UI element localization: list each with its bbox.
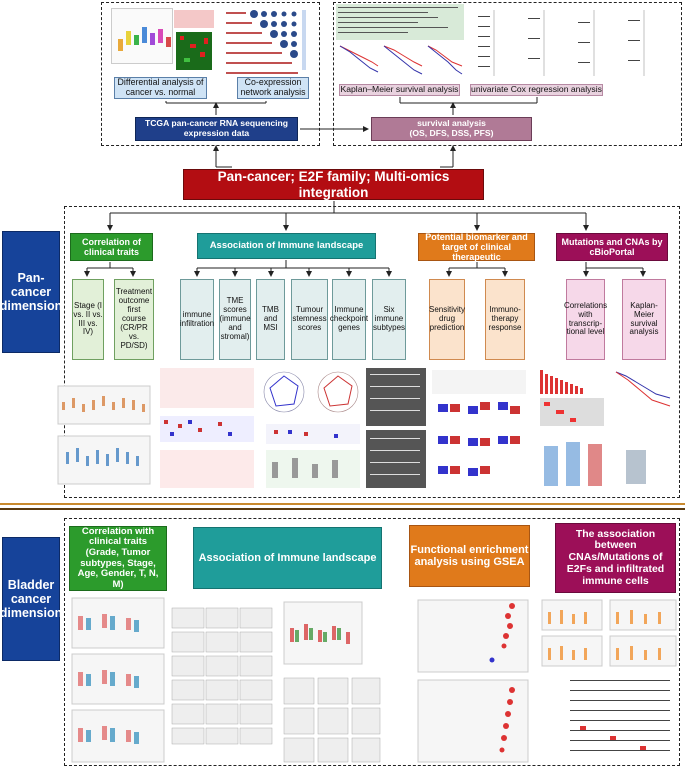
separator-bottom (0, 508, 685, 510)
subtypes-box: Six immune subtypes (372, 279, 406, 360)
pancancer-biomarker-header: Potential biomarker and target of clinic… (418, 231, 535, 263)
clinical-boxplots-thumbnail (54, 366, 154, 490)
checkpoint-box: Immune checkpoint genes (329, 279, 369, 360)
immunotherapy-label: Immuno-therapy response (488, 305, 522, 332)
differential-analysis-label: Differential analysis of cancer vs. norm… (117, 77, 204, 97)
immune-heatmap-thumbnail (158, 366, 256, 490)
bladder-gsea-title: Functional enrichment analysis using GSE… (410, 543, 529, 568)
main-title: Pan-cancer; E2F family; Multi-omics inte… (217, 169, 450, 200)
gsea-dotplot-thumbnail (416, 598, 534, 766)
tme-scores-label: TME scores (immune and stromal) (219, 296, 251, 341)
pancancer-immune-title: Association of Immune landscape (209, 239, 364, 251)
boxplot-thumbnail (111, 8, 173, 64)
heatmap-thumbnail (174, 8, 214, 72)
pancancer-clinical-header: Correlation of clinical traits (70, 233, 153, 261)
bladder-dimension-label: Bladder cancer dimension (0, 578, 63, 620)
bladder-clinical-boxplots-thumbnail (68, 594, 168, 766)
pancancer-immune-header: Association of Immune landscape (197, 233, 376, 259)
drug-sensitivity-thumbnail (430, 366, 530, 490)
tcga-box: TCGA pan-cancer RNA sequencing expressio… (135, 117, 298, 141)
clinical-stage-label: Stage (I vs. II vs. III vs. IV) (73, 300, 103, 337)
clinical-treatment-box: Treatment outcome first course (CR/PR vs… (114, 279, 154, 360)
stemness-label: Tumour stemness scores (292, 305, 327, 332)
clinical-treatment-label: Treatment outcome first course (CR/PR vs… (115, 287, 153, 350)
sensitivity-drug-label: Sensitivity drug prediction (429, 305, 466, 332)
bladder-dimension-box: Bladder cancer dimension (0, 537, 63, 661)
bladder-immune-boxplot-thumbnail (282, 598, 382, 766)
bladder-clinical-title: Correlation with clinical traits (Grade,… (77, 525, 159, 590)
tmb-msi-box: TMB and MSI (256, 279, 285, 360)
transcriptional-label: Correlations with transcrip-tional level (563, 300, 608, 337)
sensitivity-drug-box: Sensitivity drug prediction (429, 279, 465, 360)
pancancer-dimension-label: Pan-cancer dimension (0, 271, 63, 313)
km-mutation-box: Kaplan-Meier survival analysis (622, 279, 666, 360)
km-label: Kaplan–Meier survival analysis (340, 84, 459, 95)
bladder-cna-header: The association between CNAs/Mutations o… (555, 523, 676, 593)
separator-top (0, 503, 685, 505)
immune-infiltration-box: immune infiltration (180, 279, 214, 360)
cox-box: univariate Cox regression analysis (470, 84, 603, 96)
survival-box: survival analysis (OS, DFS, DSS, PFS) (371, 117, 532, 141)
bladder-frame (64, 518, 680, 766)
forest-plot-thumbnail (474, 8, 674, 78)
pancancer-mutation-title: Mutations and CNAs by cBioPortal (561, 236, 663, 257)
bladder-scatter-grid-thumbnail (170, 606, 276, 746)
survival-sub: (OS, DFS, DSS, PFS) (409, 128, 494, 138)
tme-scores-box: TME scores (immune and stromal) (219, 279, 251, 360)
radar-thumbnail (258, 366, 364, 418)
immunotherapy-box: Immuno-therapy response (485, 279, 525, 360)
top-right-frame (333, 2, 682, 146)
bladder-gsea-header: Functional enrichment analysis using GSE… (409, 525, 530, 587)
main-title-box: Pan-cancer; E2F family; Multi-omics inte… (183, 169, 484, 200)
bladder-clinical-header: Correlation with clinical traits (Grade,… (69, 526, 167, 591)
pancancer-clinical-title: Correlation of clinical traits (81, 236, 141, 257)
checkpoint-label: Immune checkpoint genes (329, 305, 369, 332)
subtypes-label: Six immune subtypes (373, 305, 406, 332)
transcriptional-box: Correlations with transcrip-tional level (563, 279, 608, 360)
immune-infiltration-label: immune infiltration (179, 309, 215, 328)
clinical-stage-box: Stage (I vs. II vs. III vs. IV) (72, 279, 104, 360)
cna-immune-thumbnail (540, 596, 680, 768)
km-mutation-label: Kaplan-Meier survival analysis (629, 300, 659, 337)
cbioportal-thumbnail (536, 366, 676, 490)
bladder-immune-title: Association of Immune landscape (198, 551, 377, 564)
km-curves-thumbnail (338, 40, 466, 82)
top-left-frame (101, 2, 320, 146)
stemness-box: Tumour stemness scores (291, 279, 328, 360)
coexpression-label: Co-expression network analysis (240, 77, 306, 97)
pancancer-biomarker-title: Potential biomarker and target of clinic… (425, 231, 528, 263)
bladder-immune-header: Association of Immune landscape (193, 527, 382, 589)
mutation-matrix-thumbnail (364, 366, 428, 490)
coexpression-box: Co-expression network analysis (237, 77, 309, 99)
pancancer-mutation-header: Mutations and CNAs by cBioPortal (556, 233, 668, 261)
survival-title: survival analysis (417, 118, 486, 129)
km-box: Kaplan–Meier survival analysis (339, 84, 460, 96)
cox-label: univariate Cox regression analysis (471, 84, 602, 95)
differential-analysis-box: Differential analysis of cancer vs. norm… (114, 77, 207, 99)
survival-table-thumbnail (336, 4, 464, 40)
tcga-label: TCGA pan-cancer RNA sequencing expressio… (144, 118, 289, 138)
correlation-grid-thumbnail (264, 422, 362, 490)
correlation-matrix-thumbnail (224, 6, 308, 82)
tmb-msi-label: TMB and MSI (262, 305, 279, 332)
bladder-cna-title: The association between CNAs/Mutations o… (566, 527, 665, 587)
pancancer-dimension-box: Pan-cancer dimension (0, 231, 63, 353)
pancancer-frame (64, 206, 680, 498)
